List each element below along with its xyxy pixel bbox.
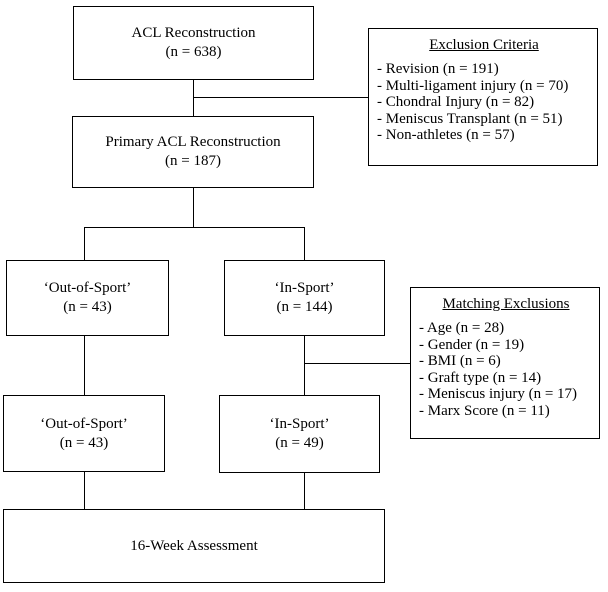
connector-acl-to-primary — [193, 80, 194, 116]
connector-out-of-sport-to-assessment — [84, 472, 85, 509]
node-label: ‘Out-of-Sport’ — [43, 280, 132, 296]
exclusion-item: - Meniscus Transplant (n = 51) — [377, 110, 563, 127]
matching-exclusion-item: - Graft type (n = 14) — [419, 369, 542, 386]
exclusion-item: - Multi-ligament injury (n = 70) — [377, 77, 569, 94]
exclusion-item: - Non-athletes (n = 57) — [377, 127, 515, 143]
node-label: ‘Out-of-Sport’ — [40, 415, 128, 432]
node-label: 16-Week Assessment — [130, 537, 258, 554]
node-count: (n = 144) — [276, 299, 333, 315]
matching-exclusion-item: - BMI (n = 6) — [419, 353, 501, 369]
connector-split-to-out-of-sport — [84, 227, 85, 260]
matching-exclusion-item: - Meniscus injury (n = 17) — [419, 386, 578, 402]
matching-exclusion-item: - Gender (n = 19) — [419, 336, 525, 353]
connector-split-to-in-sport — [304, 227, 305, 260]
node-primary-acl-reconstruction: Primary ACL Reconstruction (n = 187) — [72, 116, 314, 188]
matching-exclusion-item: - Marx Score (n = 11) — [419, 402, 550, 419]
connector-split-horizontal — [84, 227, 305, 228]
exclusion-criteria-title: Exclusion Criteria — [429, 37, 539, 53]
node-label: ‘In-Sport’ — [274, 280, 335, 296]
node-acl-reconstruction: ACL Reconstruction (n = 638) — [73, 6, 314, 80]
node-16-week-assessment: 16-Week Assessment — [3, 509, 385, 583]
matching-exclusions-list: - Age (n = 28) - Gender (n = 19) - BMI (… — [419, 320, 593, 419]
node-out-of-sport-matched: ‘Out-of-Sport’ (n = 43) — [3, 395, 165, 472]
node-label: ‘In-Sport’ — [269, 416, 330, 432]
connector-to-matching-exclusions — [305, 363, 410, 364]
node-count: (n = 43) — [63, 299, 112, 315]
node-exclusion-criteria: Exclusion Criteria - Revision (n = 191) … — [368, 28, 598, 166]
node-label: Primary ACL Reconstruction — [105, 134, 281, 150]
node-count: (n = 187) — [165, 153, 221, 169]
exclusion-item: - Revision (n = 191) — [377, 61, 499, 77]
connector-out-of-sport-down — [84, 336, 85, 395]
exclusion-criteria-list: - Revision (n = 191) - Multi-ligament in… — [377, 61, 591, 144]
connector-primary-to-split — [193, 188, 194, 227]
connector-in-sport-to-assessment — [304, 473, 305, 509]
node-in-sport-matched: ‘In-Sport’ (n = 49) — [219, 395, 380, 473]
node-count: (n = 638) — [165, 44, 222, 60]
matching-exclusions-title: Matching Exclusions — [442, 296, 570, 312]
matching-exclusion-item: - Age (n = 28) — [419, 320, 505, 336]
exclusion-item: - Chondral Injury (n = 82) — [377, 94, 535, 110]
node-in-sport-initial: ‘In-Sport’ (n = 144) — [224, 260, 385, 336]
node-count: (n = 49) — [275, 435, 324, 451]
node-count: (n = 43) — [59, 434, 109, 451]
connector-to-exclusion-criteria — [194, 97, 368, 98]
node-out-of-sport-initial: ‘Out-of-Sport’ (n = 43) — [6, 260, 169, 336]
connector-in-sport-down — [304, 336, 305, 395]
node-matching-exclusions: Matching Exclusions - Age (n = 28) - Gen… — [410, 287, 600, 439]
node-label: ACL Reconstruction — [131, 25, 256, 41]
